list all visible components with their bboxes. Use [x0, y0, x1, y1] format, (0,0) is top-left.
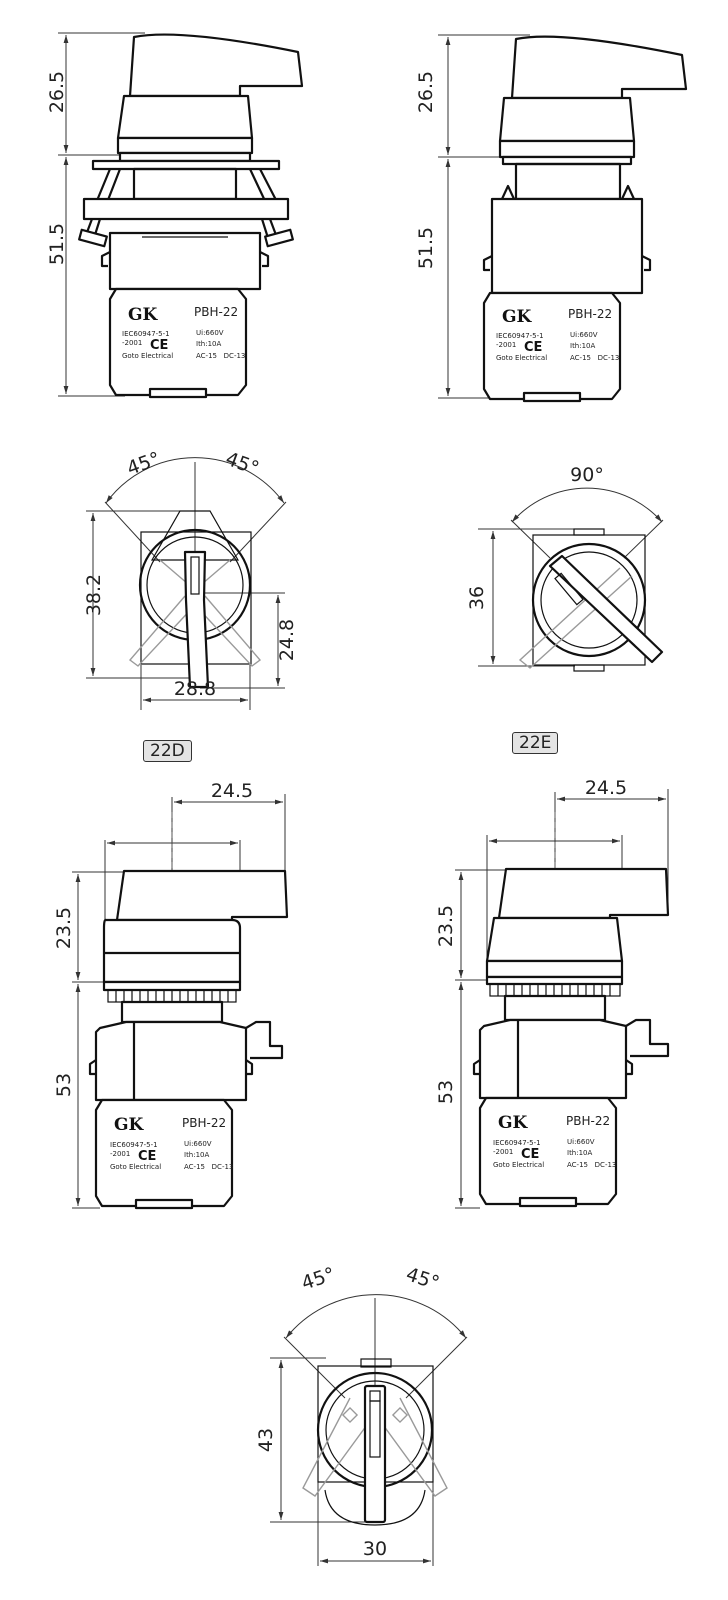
dim-top-left-body: 51.5	[46, 223, 68, 265]
manufacturer-text: Goto Electrical	[110, 1163, 161, 1171]
gk-logo: GK	[498, 1113, 529, 1133]
dim-top-right-knob: 26.5	[415, 71, 437, 113]
dim-bottom-height: 43	[255, 1428, 277, 1452]
manufacturer-text: Goto Electrical	[496, 354, 547, 362]
standard-year-text: -2001	[493, 1148, 513, 1156]
standard-year-text: -2001	[110, 1150, 130, 1158]
voltage-rating: Ui:660V	[196, 329, 224, 337]
dim-22e-top: 23.5	[435, 905, 457, 947]
manufacturer-text: Goto Electrical	[493, 1161, 544, 1169]
current-rating: Ith:10A	[570, 342, 596, 350]
gk-logo: GK	[128, 305, 159, 325]
voltage-rating: Ui:660V	[570, 331, 598, 339]
utilization-category: AC-15 DC-13	[184, 1163, 233, 1171]
voltage-rating: Ui:660V	[567, 1138, 595, 1146]
angle-right-label: 45°	[223, 448, 262, 480]
ce-mark: CE	[521, 1147, 539, 1162]
side-view-top-left	[58, 32, 304, 399]
current-rating: Ith:10A	[567, 1149, 593, 1157]
current-rating: Ith:10A	[184, 1151, 210, 1159]
side-view-22e	[455, 789, 670, 1209]
model-text: PBH-22	[194, 305, 238, 319]
standard-text: IEC60947-5-1	[110, 1141, 158, 1149]
ce-mark: CE	[524, 340, 542, 355]
angle-left-label: 45°	[124, 448, 163, 480]
dim-front-left-width: 28.8	[174, 678, 216, 700]
dim-22d-body: 53	[53, 1073, 75, 1097]
model-text: PBH-22	[566, 1114, 610, 1128]
dim-front-left-height: 38.2	[83, 574, 105, 616]
dim-22d-top: 23.5	[53, 907, 75, 949]
angle-bottom-right-label: 45°	[403, 1263, 442, 1294]
side-view-top-right	[438, 34, 688, 403]
module-label-22e: GK PBH-22 IEC60947-5-1 -2001 CE Goto Ele…	[493, 1113, 616, 1169]
model-text: PBH-22	[568, 307, 612, 321]
manufacturer-text: Goto Electrical	[122, 352, 173, 360]
dim-front-left-lever: 24.8	[276, 619, 298, 661]
module-label-top-left: GK PBH-22 IEC60947-5-1 -2001 CE Goto Ele…	[122, 305, 245, 360]
voltage-rating: Ui:660V	[184, 1140, 212, 1148]
standard-text: IEC60947-5-1	[122, 330, 170, 338]
model-text: PBH-22	[182, 1116, 226, 1130]
side-view-22d	[72, 794, 289, 1210]
dim-top-left-knob: 26.5	[46, 71, 68, 113]
standard-text: IEC60947-5-1	[493, 1139, 541, 1147]
standard-year-text: -2001	[496, 341, 516, 349]
dim-22e-lever-reach: 24.5	[585, 777, 627, 799]
dim-top-right-body: 51.5	[415, 227, 437, 269]
model-badge-22e: 22E	[512, 732, 559, 754]
gk-logo: GK	[502, 307, 533, 327]
standard-text: IEC60947-5-1	[496, 332, 544, 340]
dim-22d-lever-reach: 24.5	[211, 780, 253, 802]
dim-22e-body: 53	[435, 1080, 457, 1104]
angle-bottom-left-label: 45°	[299, 1263, 338, 1294]
front-view-right	[478, 487, 664, 672]
utilization-category: AC-15 DC-13	[196, 352, 245, 360]
ce-mark: CE	[150, 338, 168, 353]
front-view-bottom	[270, 1294, 468, 1566]
ce-mark: CE	[138, 1149, 156, 1164]
current-rating: Ith:10A	[196, 340, 222, 348]
front-view-left	[86, 457, 287, 710]
module-label-top-right: GK PBH-22 IEC60947-5-1 -2001 CE Goto Ele…	[496, 307, 619, 362]
angle-90-label: 90°	[570, 464, 604, 486]
model-badge-22d: 22D	[143, 740, 192, 762]
utilization-category: AC-15 DC-13	[570, 354, 619, 362]
standard-year-text: -2001	[122, 339, 142, 347]
utilization-category: AC-15 DC-13	[567, 1161, 616, 1169]
gk-logo: GK	[114, 1115, 145, 1135]
module-label-22d: GK PBH-22 IEC60947-5-1 -2001 CE Goto Ele…	[110, 1115, 233, 1171]
dim-front-right-height: 36	[466, 586, 488, 610]
dim-bottom-width: 30	[363, 1538, 387, 1560]
